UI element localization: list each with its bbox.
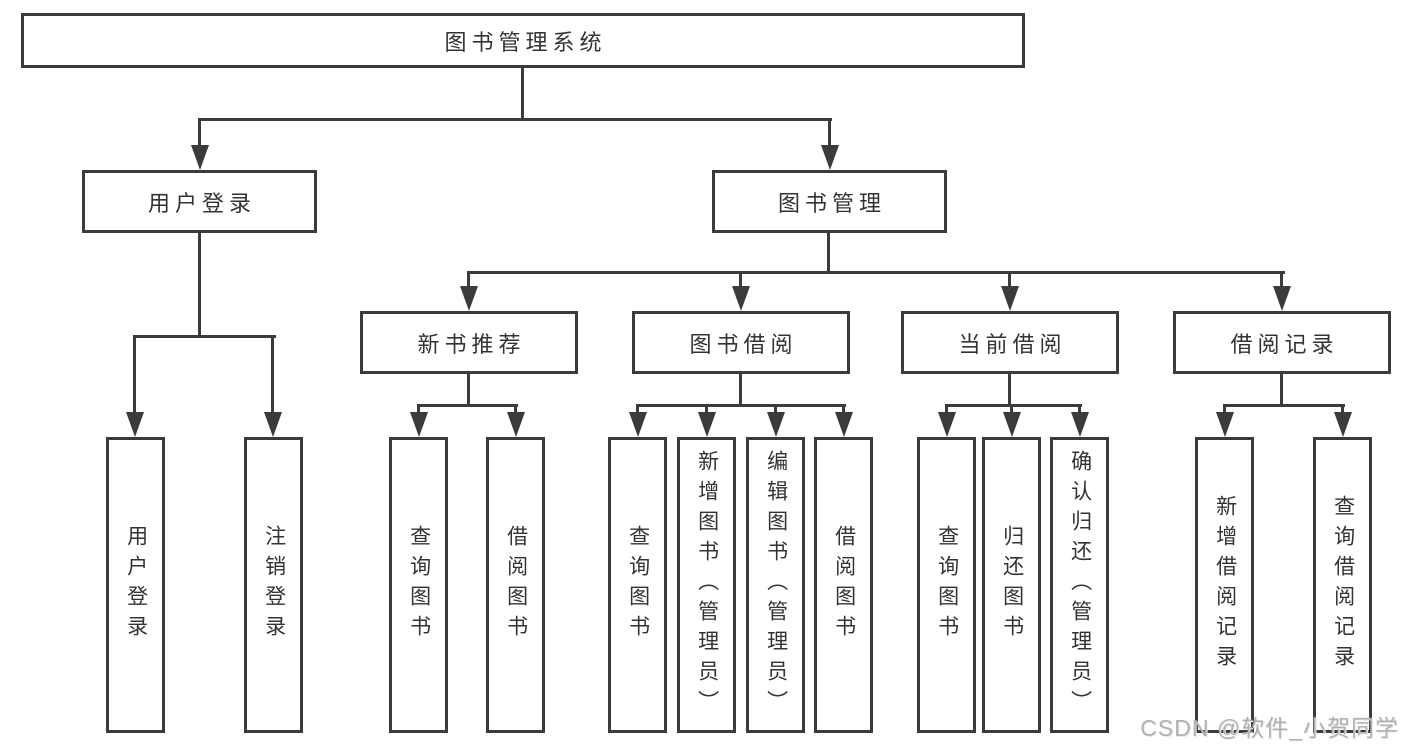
arrowhead-icon [732, 286, 750, 311]
arrowhead-icon [938, 412, 956, 437]
arrowhead-icon [629, 412, 647, 437]
connector-current-borrow-distributor [945, 404, 1082, 407]
leaf-user-login: 用户登录 [106, 437, 165, 733]
node-label: 查询图书 [935, 525, 959, 645]
node-label: 图书管理系统 [444, 29, 607, 55]
node-label: 当前借阅 [958, 331, 1067, 357]
connector-stem-borrow-records [1280, 272, 1283, 288]
leaf-query-books-current: 查询图书 [917, 437, 976, 733]
node-user-login: 用户登录 [82, 170, 317, 233]
arrowhead-icon [1001, 286, 1019, 311]
connector-stem-leaf-login [133, 337, 136, 414]
connector-book-management-stem [827, 233, 830, 274]
connector-root-stem [521, 68, 524, 120]
connector-current-borrow-stem [1008, 374, 1011, 406]
node-label: 图书借阅 [689, 331, 798, 357]
node-new-book-recommendation: 新书推荐 [360, 311, 578, 374]
node-borrowing-records: 借阅记录 [1173, 311, 1391, 374]
connector-stem-current-borrow [1008, 272, 1011, 288]
leaf-return-books: 归还图书 [982, 437, 1041, 733]
node-label: 新增图书（管理员） [695, 450, 719, 720]
connector-stem-book-borrow [739, 272, 742, 288]
csdn-watermark: CSDN @软件_小贺同学 [1140, 715, 1399, 741]
leaf-logout: 注销登录 [244, 437, 303, 733]
connector-leaf-stem [1010, 405, 1013, 415]
arrowhead-icon [264, 412, 282, 437]
node-label: 借阅图书 [504, 525, 528, 645]
arrowhead-icon [410, 412, 428, 437]
arrowhead-icon [191, 145, 209, 170]
arrowhead-icon [698, 412, 716, 437]
node-label: 借阅记录 [1230, 331, 1339, 357]
node-label: 归还图书 [1000, 525, 1024, 645]
connector-leaf-stem [705, 405, 708, 415]
node-label: 查询图书 [407, 525, 431, 645]
arrowhead-icon [1273, 286, 1291, 311]
connector-leaf-stem [636, 405, 639, 415]
connector-borrow-records-distributor [1223, 404, 1345, 407]
connector-leaf-stem [1078, 405, 1081, 415]
node-library-management-system: 图书管理系统 [21, 13, 1025, 68]
node-label: 查询借阅记录 [1331, 495, 1355, 675]
connector-stem-book-management [828, 120, 831, 148]
node-label: 新书推荐 [417, 331, 526, 357]
connector-new-books-distributor [417, 404, 518, 407]
connector-leaf-stem [945, 405, 948, 415]
node-label: 编辑图书（管理员） [764, 450, 788, 720]
connector-stem-new-books [467, 272, 470, 288]
arrowhead-icon [1071, 412, 1089, 437]
leaf-borrow-books: 借阅图书 [814, 437, 873, 733]
node-label: 新增借阅记录 [1213, 495, 1237, 675]
connector-stem-leaf-logout [271, 337, 274, 414]
leaf-add-books-admin: 新增图书（管理员） [677, 437, 736, 733]
connector-leaf-stem [417, 405, 420, 415]
connector-stem-user-login [198, 120, 201, 148]
leaf-borrow-books-recommend: 借阅图书 [486, 437, 545, 733]
connector-user-login-stem [198, 233, 201, 338]
arrowhead-icon [1216, 412, 1234, 437]
leaf-query-books-recommend: 查询图书 [389, 437, 448, 733]
connector-leaf-stem [1223, 405, 1226, 415]
connector-leaf-stem [842, 405, 845, 415]
connector-book-borrow-stem [739, 374, 742, 406]
arrowhead-icon [767, 412, 785, 437]
leaf-edit-books-admin: 编辑图书（管理员） [746, 437, 805, 733]
connector-level3-distributor [467, 271, 1285, 274]
connector-leaf-stem [774, 405, 777, 415]
connector-leaf-stem [1341, 405, 1344, 415]
arrowhead-icon [1334, 412, 1352, 437]
leaf-query-books-borrow: 查询图书 [608, 437, 667, 733]
connector-book-borrow-distributor [636, 404, 846, 407]
arrowhead-icon [1003, 412, 1021, 437]
node-label: 借阅图书 [832, 525, 856, 645]
arrowhead-icon [835, 412, 853, 437]
node-label: 用户登录 [147, 190, 256, 216]
node-label: 查询图书 [626, 525, 650, 645]
leaf-query-borrow-record: 查询借阅记录 [1313, 437, 1372, 733]
leaf-confirm-return-admin: 确认归还（管理员） [1050, 437, 1109, 733]
connector-level1-distributor [198, 118, 832, 121]
arrowhead-icon [460, 286, 478, 311]
connector-leaf-stem [514, 405, 517, 415]
node-book-borrowing: 图书借阅 [632, 311, 850, 374]
connector-user-login-distributor [133, 335, 276, 338]
node-label: 注销登录 [262, 525, 286, 645]
arrowhead-icon [126, 412, 144, 437]
arrowhead-icon [821, 145, 839, 170]
node-book-management: 图书管理 [712, 170, 947, 233]
node-label: 确认归还（管理员） [1068, 450, 1092, 720]
leaf-add-borrow-record: 新增借阅记录 [1195, 437, 1254, 733]
connector-borrow-records-stem [1280, 374, 1283, 406]
node-label: 图书管理 [777, 190, 886, 216]
node-current-borrowing: 当前借阅 [901, 311, 1119, 374]
node-label: 用户登录 [124, 525, 148, 645]
connector-new-books-stem [467, 374, 470, 406]
arrowhead-icon [507, 412, 525, 437]
